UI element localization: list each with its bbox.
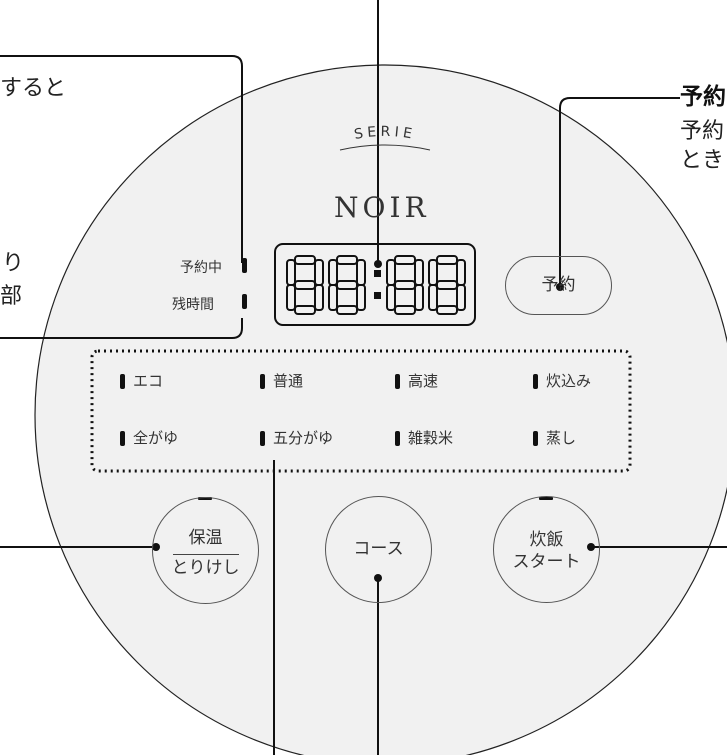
course-button-label: コース [353, 538, 404, 559]
display-segment [328, 284, 338, 311]
course-lamp [120, 431, 125, 446]
callout-mid-left-1: り [2, 251, 25, 276]
display-segment [414, 284, 424, 311]
reserve-button-label: 予約 [541, 274, 576, 295]
cancel-label: とりけし [171, 557, 240, 578]
panel-disc [34, 64, 727, 755]
callout-reserve-line-1: 予約 [680, 119, 725, 144]
leader-reserve-button [559, 97, 680, 287]
leader-remaining-indicator [0, 318, 243, 339]
course-label: 全がゆ [133, 429, 179, 447]
display-segment [456, 284, 466, 311]
course-lamp [260, 374, 265, 389]
course-lamp [533, 374, 538, 389]
leader-reserving-indicator [0, 55, 243, 263]
callout-top-left: すると [0, 76, 67, 101]
brand-serie-underline [339, 144, 431, 151]
course-label: 炊込み [546, 372, 592, 390]
course-button[interactable]: コース [325, 496, 432, 603]
callout-reserve-line-2: とき [680, 148, 725, 173]
reserving-indicator-lamp [242, 258, 247, 273]
start-label: スタート [512, 551, 581, 572]
keep-warm-divider [172, 553, 239, 555]
display-segment [286, 284, 296, 311]
course-label: 五分がゆ [273, 429, 334, 447]
keep-warm-label: 保温 [188, 528, 223, 549]
remaining-indicator-label: 残時間 [172, 297, 214, 313]
remaining-indicator-lamp [242, 294, 247, 309]
leader-reserve-dot [556, 283, 564, 291]
course-label: 普通 [273, 372, 304, 390]
course-frame [90, 349, 632, 473]
callout-reserve-title: 予約 [680, 84, 726, 110]
display-colon-dot [374, 270, 381, 277]
display-segment [356, 284, 366, 311]
seven-segment-display [286, 255, 466, 315]
course-lamp [395, 374, 400, 389]
course-label: 蒸し [546, 429, 577, 447]
display-segment [386, 284, 396, 311]
course-lamp [395, 431, 400, 446]
course-label: エコ [133, 372, 164, 390]
course-label: 高速 [408, 372, 439, 390]
cook-start-button[interactable]: 炊飯 スタート [493, 496, 600, 603]
display-frame [274, 243, 476, 326]
brand-serie-arc: SERIE [353, 124, 417, 143]
reserve-button[interactable]: 予約 [505, 256, 612, 315]
course-lamp [120, 374, 125, 389]
brand-noir: NOIR [334, 191, 430, 224]
keep-warm-cancel-button[interactable]: 保温 とりけし [152, 497, 259, 604]
course-lamp [533, 431, 538, 446]
display-segment [314, 284, 324, 311]
display-segment [428, 284, 438, 311]
cook-label: 炊飯 [529, 530, 564, 551]
leader-display-dot [374, 260, 382, 268]
course-label: 雑穀米 [408, 429, 454, 447]
display-colon-dot [374, 292, 381, 299]
course-lamp [260, 431, 265, 446]
callout-mid-left-2: 部 [0, 284, 23, 309]
reserving-indicator-label: 予約中 [180, 260, 222, 276]
